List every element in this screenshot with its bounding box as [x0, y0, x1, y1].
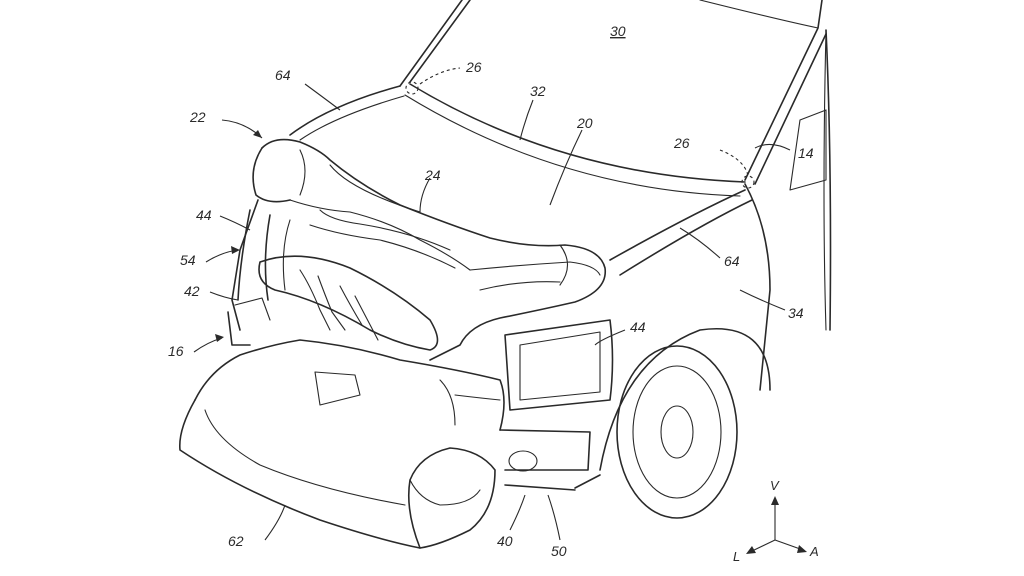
leader-lines	[193, 67, 791, 541]
reference-numerals: 30 26 64 32 20 26 14 22 24 44 54 42 16 6…	[168, 23, 814, 559]
label-grille-panel: 42	[184, 283, 200, 299]
label-tether-left: 64	[275, 67, 291, 83]
label-airbag: 24	[424, 167, 441, 183]
label-hood: 20	[576, 115, 593, 131]
label-windshield: 32	[530, 83, 546, 99]
label-headlamp-left: 44	[196, 207, 212, 223]
label-tether-right: 64	[724, 253, 740, 269]
label-headlamp-right: 44	[630, 319, 646, 335]
label-lower-cushion: 62	[228, 533, 244, 549]
label-pivot-left: 26	[465, 59, 482, 75]
inner-frame	[258, 255, 439, 351]
label-bumper-assembly: 16	[168, 343, 184, 359]
label-pivot-right: 26	[673, 135, 690, 151]
pivots	[405, 81, 755, 189]
label-vehicle: 30	[610, 23, 626, 39]
axis-label-vertical: V	[770, 478, 780, 493]
axis-label-lateral: L	[733, 549, 740, 564]
upper-airbag	[252, 138, 606, 361]
label-airbag-assembly: 22	[189, 109, 206, 125]
label-front-end: 54	[180, 252, 196, 268]
axis-indicator: V L A	[733, 478, 819, 564]
label-lower-bumper: 50	[551, 543, 567, 559]
lower-cushion	[178, 339, 505, 549]
label-fender: 34	[788, 305, 804, 321]
axis-label-axial: A	[809, 544, 819, 559]
label-lower-airbag: 40	[497, 533, 513, 549]
label-door: 14	[798, 145, 814, 161]
